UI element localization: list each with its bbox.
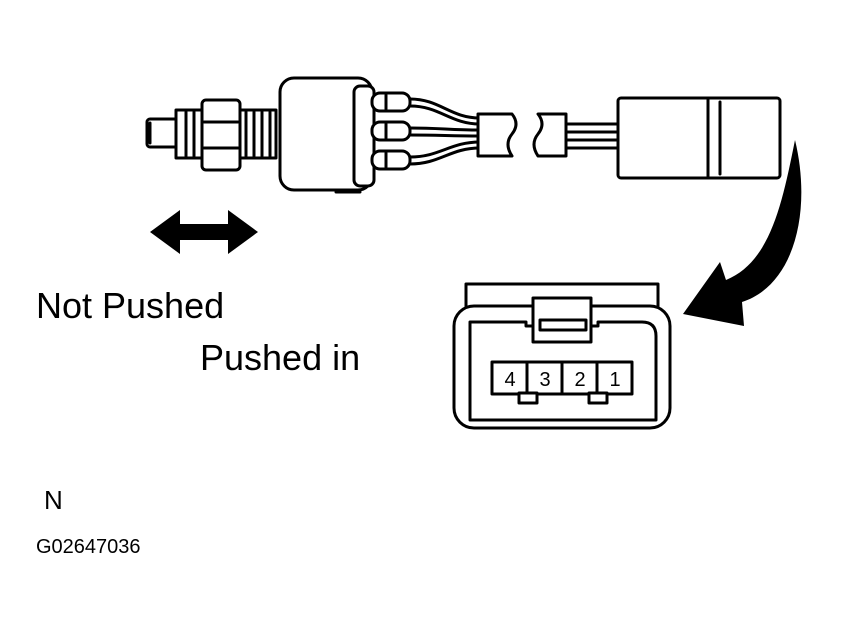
label-pushed-in: Pushed in <box>200 337 361 378</box>
wire-sleeves <box>370 91 412 171</box>
connector-pin-cells <box>490 360 634 396</box>
wire-harness-tube <box>476 112 568 158</box>
wire-leads-to-connector <box>564 122 622 150</box>
switch-housing <box>278 76 376 194</box>
connector-plug-side <box>616 96 782 180</box>
connector-pin-label: 1 <box>609 369 620 391</box>
connector-pin-label: 2 <box>574 369 585 391</box>
curved-pointer-arrow-icon <box>683 140 802 326</box>
figure-code: G02647036 <box>36 536 141 558</box>
wire-leads <box>408 97 482 166</box>
switch-lock-nut <box>200 98 242 172</box>
label-not-pushed: Not Pushed <box>36 285 225 326</box>
double-arrow-icon <box>150 210 258 254</box>
connector-pin-label: 3 <box>539 369 550 391</box>
connector-front-view <box>452 282 672 430</box>
view-letter: N <box>44 485 63 515</box>
switch-plunger <box>145 117 181 149</box>
connector-pin-label: 4 <box>504 369 515 391</box>
